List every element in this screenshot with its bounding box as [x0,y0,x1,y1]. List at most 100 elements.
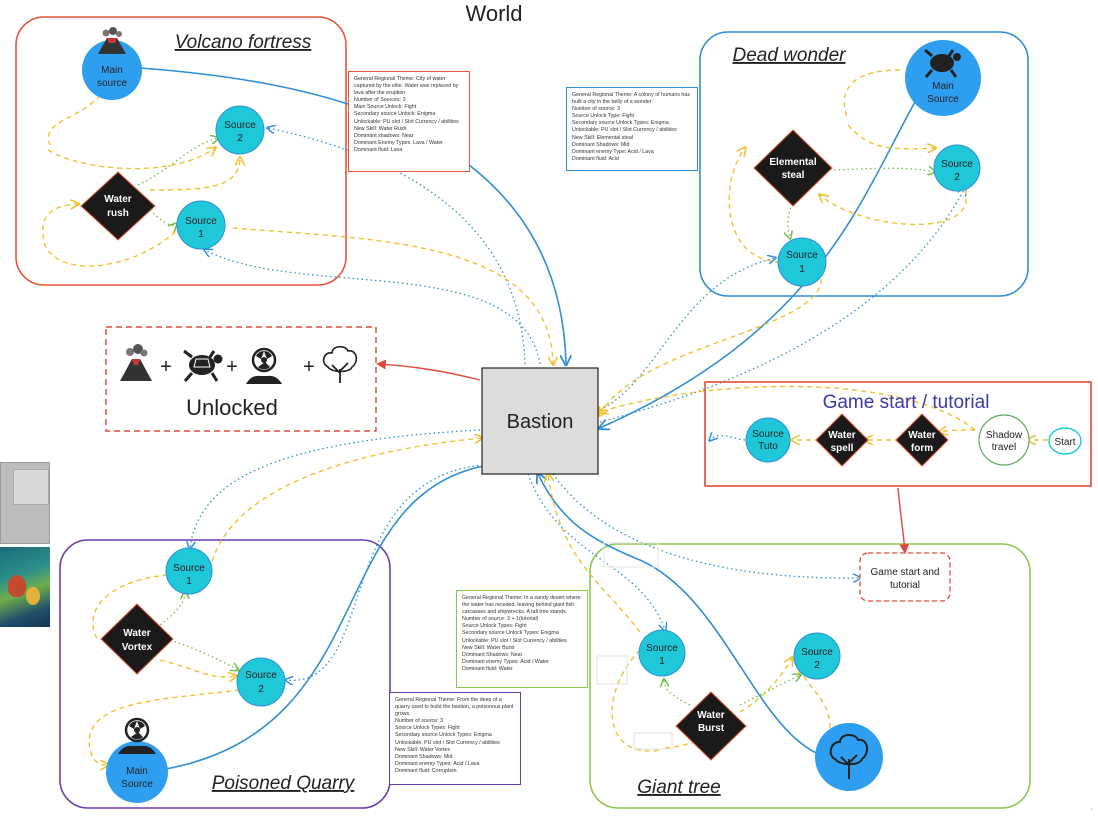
info-line: Source Unlock Types: Fight [395,725,460,732]
volcano-main-source-node[interactable]: Main source [82,27,142,100]
node-line: Main [126,766,148,777]
quarry-icon [246,347,282,384]
loop-quarry-2 [159,659,236,677]
node-line: travel [992,442,1016,453]
link-quarry-main [159,462,528,771]
tuto-start-node[interactable]: Start [1048,427,1082,455]
loop-volcano-4 [149,158,240,191]
node-line: Tuto [758,441,778,452]
dead-wonder-main-source-node[interactable]: Main Source [905,40,981,116]
node-line: Source [786,250,818,261]
info-line: Source Unlock Types: Fight [462,623,527,630]
info-line: Dominant fluid: Water [462,665,513,672]
info-line: Dominant fluid: Corruption [395,767,457,774]
node-line: 1 [659,656,665,667]
volcano-source1-node[interactable]: Source 1 [176,200,226,250]
tree-main-source-node[interactable] [815,723,883,791]
tutorial-title: Game start / tutorial [823,392,990,413]
volcano-water-rush-node[interactable]: Water rush [80,171,156,241]
info-line: Secondary source Unlock: Enigma [354,111,436,118]
placeholder-box [596,655,628,685]
tree-water-burst-node[interactable]: Water Burst [675,691,747,761]
info-line: New Skill: Water Vortex [395,746,451,753]
node-line: 2 [814,660,820,671]
info-line: Dominant Enemy Types: Lava / Water [354,139,443,146]
thumbnail-inner-page [13,469,49,505]
tuto-water-spell-node[interactable]: Water spell [815,413,869,467]
info-line: Dominant fluid: Acid [572,155,619,162]
node-line: Shadow [986,430,1023,441]
info-line: Dominant enemy Types: Acid / Water [462,658,549,665]
info-line: Dominant shadows: Near [354,132,414,139]
turtle-icon [924,48,961,78]
node-line: Vortex [122,642,153,653]
tuto-water-form-node[interactable]: Water form [895,413,949,467]
quarry-water-vortex-node[interactable]: Water Vortex [100,603,174,675]
dead-wonder-source1-node[interactable]: Source 1 [777,237,827,287]
link-y-deadwonder-bastion [600,269,823,415]
game-start-box[interactable]: Game start and tutorial [859,552,951,602]
tree-source2-node[interactable]: Source 2 [793,632,841,680]
unlocked-label: Unlocked [186,395,278,420]
dead-wonder-info-box: General Regional Theme: A colony of huma… [566,87,698,171]
tuto-shadow-travel-node[interactable]: Shadow travel [978,414,1030,466]
loop-volcano-1 [47,94,101,146]
link-y-volcano-bastion [232,227,553,364]
node-line: Source [121,779,153,790]
info-line: Dominant Shadows: Mid [395,753,453,760]
unlocked-panel: + + + Unlocked [105,326,377,432]
volcano-source2-node[interactable]: Source 2 [215,105,265,155]
loop-quarry-1 [92,574,169,641]
node-line: spell [831,443,854,454]
region-giant-tree-title: Giant tree [637,777,720,798]
volcano-info-box: General Regional Theme: City of water ca… [348,71,470,172]
thumbnail-plant [8,575,26,597]
node-line: Water [697,710,725,721]
info-line: Number of source: 3 [572,106,620,113]
info-line: Dominant Shadows: Mid [572,141,630,148]
node-line: Source [941,159,973,170]
loop-volcano-3 [42,204,183,267]
green-volcano-2 [149,209,176,225]
quarry-source1-node[interactable]: Source 1 [165,547,213,595]
info-line: General Regional Theme: In a sandy deser… [462,595,581,616]
tree-source1-node[interactable]: Source 1 [638,629,686,677]
dead-wonder-elemental-steal-node[interactable]: Elemental steal [753,129,833,207]
bastion-hub[interactable]: Bastion [481,367,599,475]
loop-tuto [940,430,976,432]
node-line: Source [173,563,205,574]
node-line: steal [782,170,805,181]
info-line: Secondary source Unlock Types: Enigma [572,120,669,127]
region-giant-tree-frame [589,543,1031,809]
node-line: tutorial [890,580,920,591]
info-line: New Skill: Water Burst [462,644,515,651]
link-volcano-s1 [205,250,541,365]
world-title: World [465,1,522,26]
loop-tree-1 [611,649,661,752]
green-quarry-2 [169,639,238,670]
quarry-main-source-node[interactable]: Main Source [106,717,168,803]
node-line: Main [932,81,954,92]
loop-dead-1 [843,69,901,121]
info-line: Number of source: 3 [395,718,443,725]
quarry-source2-node[interactable]: Source 2 [236,657,286,707]
plus-sign: + [160,356,172,378]
placeholder-box [603,542,659,568]
plus-sign: + [303,356,315,378]
info-line: General Regional Theme: City of water ca… [354,76,459,97]
node-line: 2 [258,684,264,695]
node-line: source [97,78,127,89]
region-dead-wonder-frame [699,31,1029,297]
thumbnail-underwater-image[interactable] [0,547,50,627]
giant-tree-info-box: General Regional Theme: In a sandy deser… [456,590,588,688]
info-line: Number of Sources: 3 [354,97,406,104]
dead-wonder-source2-node[interactable]: Source 2 [933,144,981,192]
region-volcano-frame [15,16,347,286]
thumbnail-plant [26,587,40,605]
link-tuto-out [710,436,746,440]
node-line: Source [752,429,784,440]
thumbnail-document[interactable] [0,462,50,544]
tuto-source-node[interactable]: Source Tuto [745,417,791,463]
node-line: Game start and [871,567,940,578]
loop-quarry-3 [88,689,241,765]
